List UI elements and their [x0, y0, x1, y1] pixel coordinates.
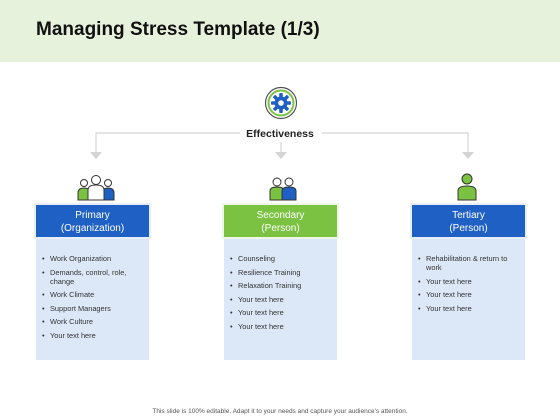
primary-heading-line1: Primary [75, 210, 110, 221]
two-people-icon [269, 177, 297, 201]
slide-title: Managing Stress Template (1/3) [36, 19, 320, 40]
list-item: Your text here [230, 295, 330, 304]
primary-heading-line2: (Organization) [60, 223, 125, 234]
list-item: Your text here [42, 331, 142, 340]
primary-heading: Primary (Organization) [34, 203, 151, 239]
list-item: Work Culture [42, 317, 142, 326]
title-banner [0, 0, 560, 62]
list-item: Your text here [418, 277, 514, 286]
list-item: Relaxation Training [230, 281, 330, 290]
tertiary-heading-line2: (Person) [449, 223, 488, 234]
list-item: Demands, control, role, change [42, 268, 142, 286]
single-person-icon [457, 173, 477, 201]
secondary-heading-line2: (Person) [261, 223, 300, 234]
tertiary-heading: Tertiary (Person) [410, 203, 527, 239]
group-people-icon [77, 175, 115, 201]
list-item: Rehabilitation & return to work [418, 254, 514, 272]
list-item: Counseling [230, 254, 330, 263]
arrow-right [462, 152, 474, 159]
tertiary-heading-line1: Tertiary [452, 210, 485, 221]
list-item: Your text here [230, 322, 330, 331]
list-item: Support Managers [42, 304, 142, 313]
footer-note: This slide is 100% editable. Adapt it to… [152, 408, 408, 415]
effectiveness-label: Effectiveness [246, 128, 314, 140]
tertiary-list: Rehabilitation & return to work Your tex… [418, 254, 514, 317]
primary-list: Work Organization Demands, control, role… [42, 254, 142, 344]
list-item: Work Organization [42, 254, 142, 263]
list-item: Your text here [418, 304, 514, 313]
gear-icon [264, 86, 298, 120]
secondary-heading-line1: Secondary [256, 210, 305, 221]
list-item: Your text here [418, 290, 514, 299]
list-item: Work Climate [42, 290, 142, 299]
list-item: Resilience Training [230, 268, 330, 277]
arrow-left [90, 152, 102, 159]
arrow-middle [275, 152, 287, 159]
secondary-list: Counseling Resilience Training Relaxatio… [230, 254, 330, 335]
list-item: Your text here [230, 308, 330, 317]
secondary-heading: Secondary (Person) [222, 203, 339, 239]
